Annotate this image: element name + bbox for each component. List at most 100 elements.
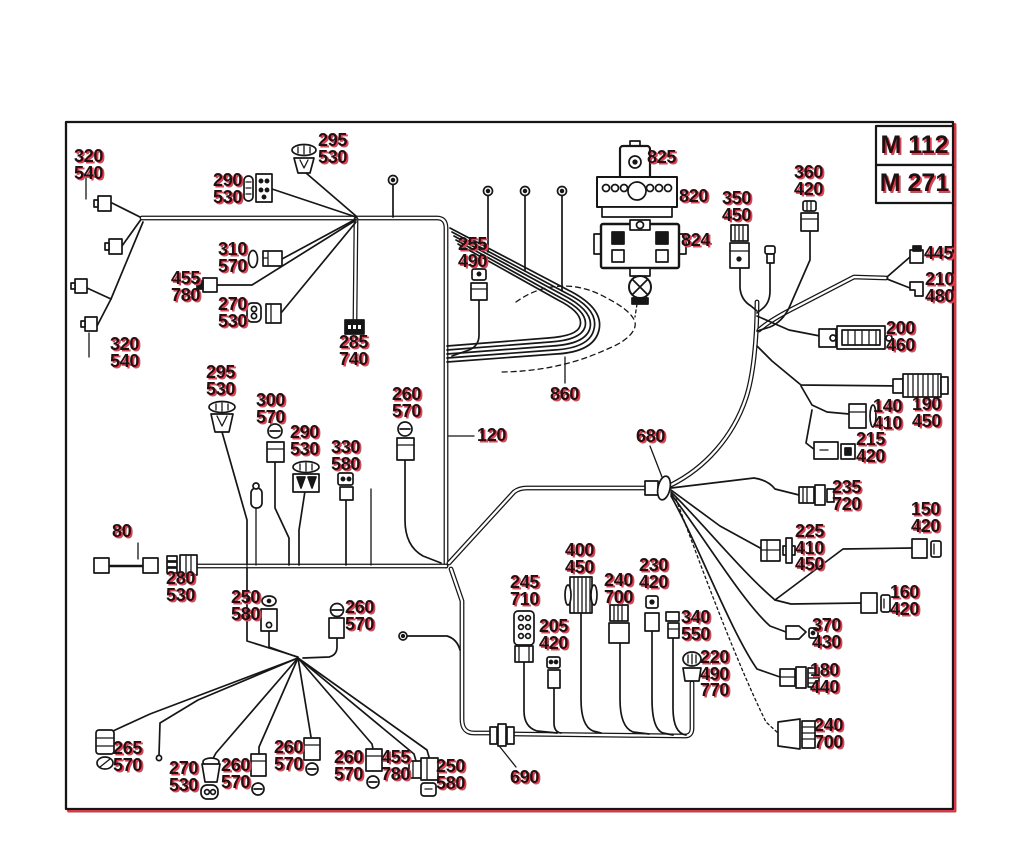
connector-icon-255-490 (470, 268, 488, 301)
connector-icon-295-530-mid (208, 400, 236, 433)
part-label-820: 820 (679, 186, 709, 206)
ring-terminal-icons (155, 174, 568, 762)
engine-code-box (874, 124, 955, 205)
part-label-120: 120 (477, 425, 507, 445)
connector-icon-250-580-mid (260, 595, 278, 632)
connector-icon-215-420 (813, 441, 856, 460)
diagram-border (64, 120, 955, 811)
connector-icon-260-570-col (396, 421, 415, 461)
part-label-860: 860 (550, 384, 580, 404)
connector-icon-270-530-top (246, 302, 282, 324)
part-label-824: 824 (681, 230, 711, 250)
connector-icon-360-420 (800, 200, 819, 232)
connector-icon-230-420 (644, 595, 660, 632)
connector-icon-150-420 (911, 538, 942, 559)
connector-icon-240-700-mid (608, 604, 630, 644)
connector-icon-370-430 (785, 625, 819, 640)
connector-icon-200-460 (818, 325, 893, 350)
part-label-690: 690 (510, 767, 540, 787)
connector-icon-225-410-450 (760, 537, 796, 564)
connector-icon-205-420 (546, 656, 561, 689)
connector-icon-140-410 (848, 403, 877, 429)
connector-icon-330-580 (337, 472, 354, 501)
terminal-icon-unlabeled-right (764, 245, 776, 264)
component-icon-824 (593, 219, 687, 305)
connector-icon-445 (909, 245, 924, 264)
grommet-icon-680 (644, 475, 672, 501)
wire-paths (85, 172, 913, 768)
component-icons (70, 140, 949, 800)
connector-icon-260-570-mid (328, 602, 345, 639)
connector-icon-265-570 (95, 729, 115, 770)
connector-icon-180-440 (779, 666, 820, 689)
connector-icon-210-480 (909, 281, 924, 297)
connector-icon-455-780-bot (408, 760, 424, 779)
connector-icon-220-490-770 (682, 651, 702, 682)
part-label-680: 680 (636, 426, 666, 446)
connector-icon-190-450 (892, 373, 949, 398)
connector-icon-290-530-top (243, 173, 273, 203)
connector-icon-455-780-top (196, 277, 218, 293)
inline-connector-icon-690 (489, 723, 515, 747)
connector-icon-320-540-a (93, 195, 123, 255)
connector-icon-295-530-top (291, 143, 317, 174)
connector-icon-280-530 (166, 554, 198, 576)
module-icon-285-740 (344, 319, 365, 335)
connector-icon-260-570-bot-b (303, 737, 321, 776)
connector-icon-235-720 (798, 484, 835, 506)
connector-icon-250-580-bot (420, 757, 439, 797)
connector-icon-300-570 (266, 423, 285, 463)
connector-icon-320-540-b (70, 278, 98, 332)
engine-code-m271: M 271 (879, 169, 950, 197)
connector-icon-340-550 (665, 611, 680, 639)
part-label-80: 80 (112, 521, 132, 541)
wire-art-layer (64, 120, 955, 811)
connector-icon-350-450 (729, 224, 750, 269)
engine-code-m112: M 112 (880, 131, 949, 159)
connector-icon-unlabeled-col (250, 482, 263, 509)
connector-icon-260-570-bot-c (365, 748, 383, 789)
connector-icon-260-570-bot-a (250, 753, 267, 796)
connector-icon-240-700-br (777, 718, 816, 750)
jumper-wire-80 (93, 557, 159, 574)
connector-icon-245-710 (513, 610, 535, 663)
